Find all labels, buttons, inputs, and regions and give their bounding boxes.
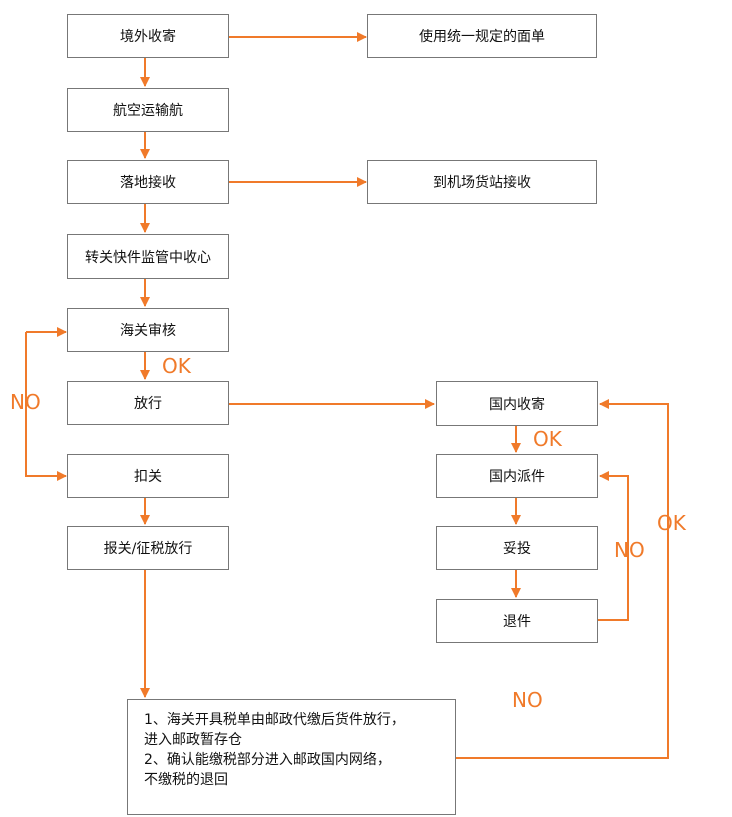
label-no-delivery: NO (614, 538, 645, 562)
edge-note-n11-ok (456, 399, 669, 759)
label-ok-customs: OK (162, 354, 191, 378)
node-release: 放行 (67, 381, 229, 425)
node-unified-waybill: 使用统一规定的面单 (367, 14, 597, 58)
edge-n7-n9-no (25, 332, 67, 481)
node-air-transport: 航空运输航 (67, 88, 229, 132)
node-customs-review: 海关审核 (67, 308, 229, 352)
node-delivered: 妥投 (436, 526, 598, 570)
note-line-3: 2、确认能缴税部分进入邮政国内网络， (144, 752, 391, 768)
label-ok-return: OK (657, 511, 686, 535)
note-line-2: 进入邮政暂存仓 (144, 732, 242, 748)
node-airport-cargo: 到机场货站接收 (367, 160, 597, 204)
node-returned: 退件 (436, 599, 598, 643)
label-no-bottom: NO (512, 688, 543, 712)
node-landing-receipt: 落地接收 (67, 160, 229, 204)
note-line-1: 1、海关开具税单由邮政代缴后货件放行， (144, 712, 405, 728)
label-no-customs: NO (10, 390, 41, 414)
node-declare-tax-release: 报关/征税放行 (67, 526, 229, 570)
node-domestic-dispatch: 国内派件 (436, 454, 598, 498)
node-overseas-pickup: 境外收寄 (67, 14, 229, 58)
node-domestic-pickup: 国内收寄 (436, 381, 598, 426)
tax-note-box: 1、海关开具税单由邮政代缴后货件放行， 进入邮政暂存仓 2、确认能缴税部分进入邮… (127, 699, 456, 815)
note-line-4: 不缴税的退回 (144, 772, 228, 788)
label-ok-domestic: OK (533, 427, 562, 451)
node-detained: 扣关 (67, 454, 229, 498)
edge-n14-n12-no (598, 471, 629, 621)
node-transfer-center: 转关快件监管中收心 (67, 234, 229, 279)
